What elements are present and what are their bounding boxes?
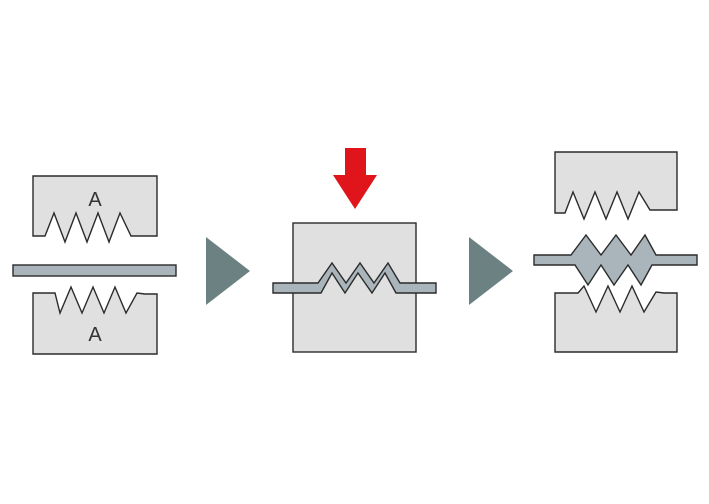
play-triangle-icon <box>206 237 250 305</box>
stage-3-released <box>533 151 698 353</box>
play-triangle-icon <box>469 237 513 305</box>
formed-sheet-pressed <box>272 261 437 295</box>
stage-2-pressing <box>272 148 437 353</box>
formed-sheet-released <box>533 233 698 287</box>
stage-1-open-dies: A A <box>12 175 177 355</box>
lower-die-remaining <box>554 284 678 353</box>
flat-sheet <box>12 264 177 277</box>
upper-die <box>32 175 158 244</box>
lower-die-label: A <box>88 324 102 346</box>
lower-die <box>32 285 158 355</box>
upper-die-raised <box>554 151 678 221</box>
upper-die-label: A <box>88 189 102 211</box>
down-arrow-icon <box>333 148 377 209</box>
